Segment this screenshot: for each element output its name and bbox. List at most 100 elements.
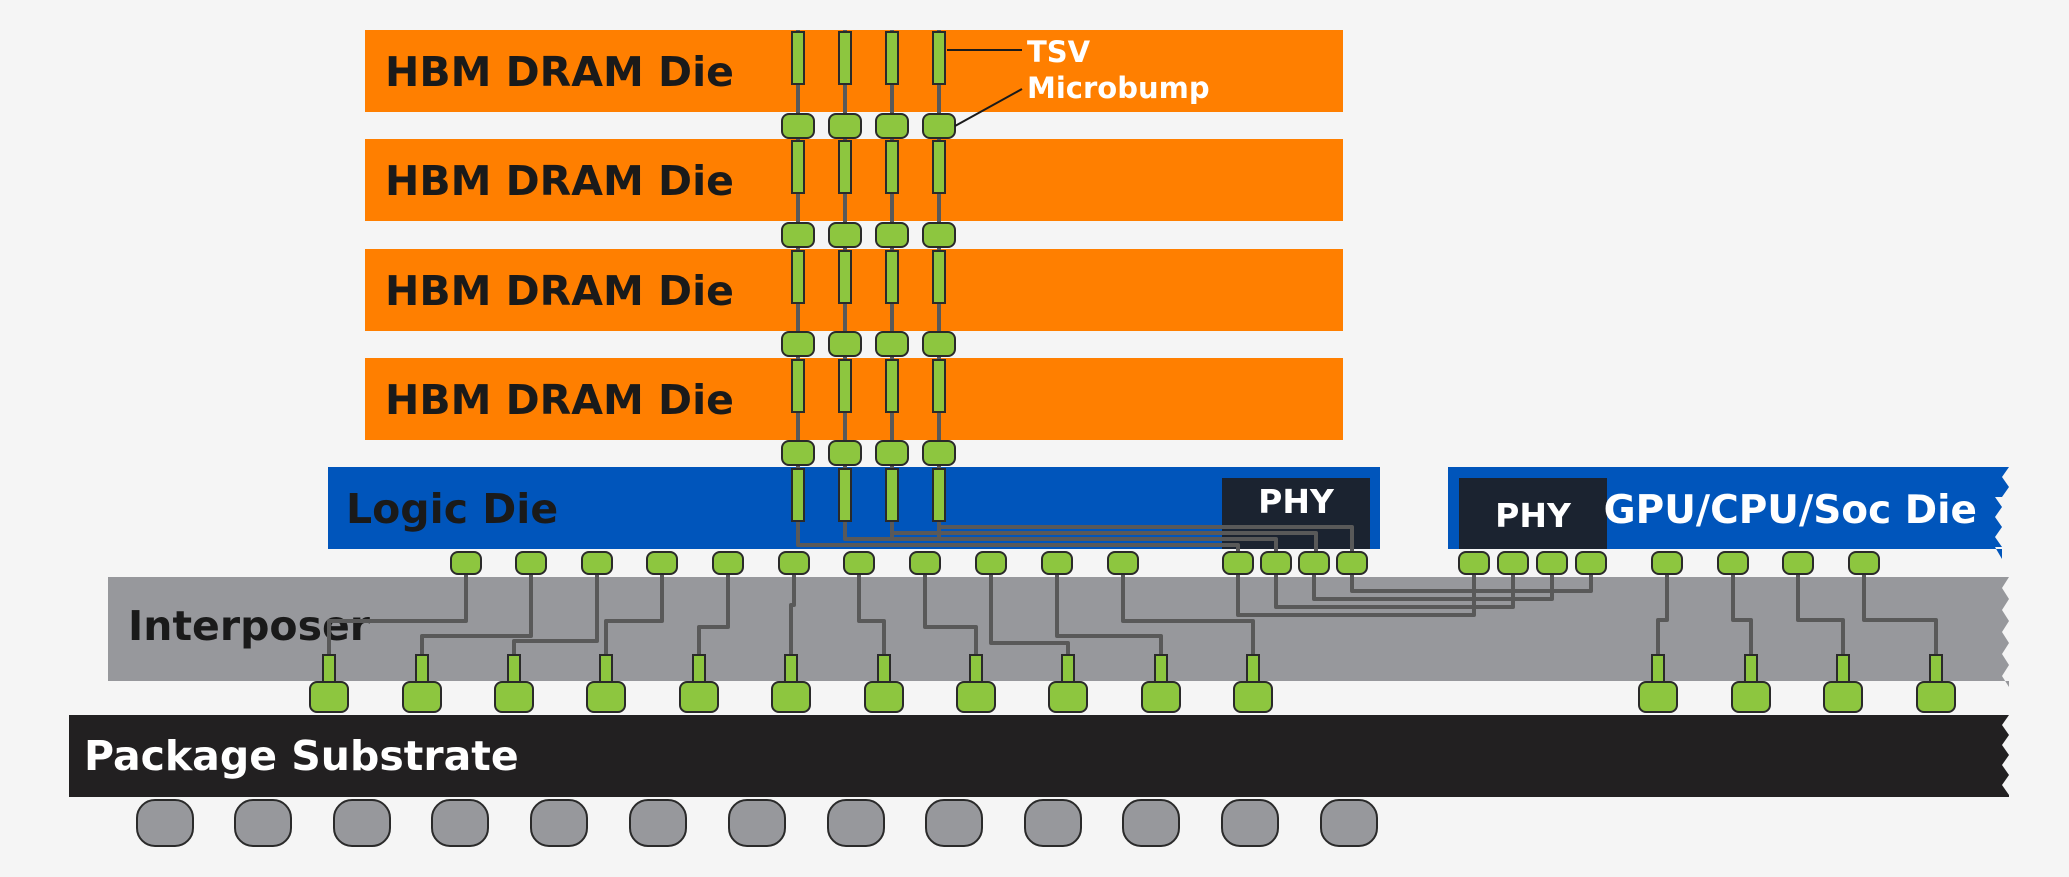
tsv-icon — [1154, 654, 1168, 683]
microbump-icon — [1782, 551, 1814, 575]
tsv-icon — [885, 140, 899, 194]
routing-wire — [1656, 563, 1669, 668]
microbump-icon — [781, 331, 815, 357]
microbump-icon — [922, 331, 956, 357]
microbump-icon — [712, 551, 744, 575]
tsv-icon — [784, 654, 798, 683]
tsv-icon — [838, 140, 852, 194]
routing-wire — [857, 563, 886, 668]
routing-wire — [1350, 563, 1593, 593]
microbump-icon — [1141, 681, 1181, 713]
dram-die-label: HBM DRAM Die — [385, 267, 734, 315]
microbump-icon — [909, 551, 941, 575]
logic-die: Logic Die PHY — [328, 467, 1380, 549]
microbump-icon — [875, 113, 909, 139]
microbump-icon — [864, 681, 904, 713]
solder-ball-icon — [1024, 799, 1082, 847]
routing-wire — [1121, 563, 1255, 668]
tsv-icon — [1651, 654, 1665, 683]
microbump-icon — [1717, 551, 1749, 575]
microbump-icon — [1336, 551, 1368, 575]
microbump-icon — [1575, 551, 1607, 575]
dram-die-1: HBM DRAM Die — [365, 30, 1343, 112]
microbump-icon — [402, 681, 442, 713]
tsv-icon — [1929, 654, 1943, 683]
dram-stack: HBM DRAM Die HBM DRAM Die HBM DRAM Die H… — [365, 30, 1343, 440]
microbump-icon — [586, 681, 626, 713]
tsv-icon — [838, 468, 852, 522]
tsv-icon — [507, 654, 521, 683]
tsv-icon — [1246, 654, 1260, 683]
microbump-icon — [975, 551, 1007, 575]
microbump-icon — [781, 113, 815, 139]
routing-wire — [789, 563, 796, 668]
substrate-label: Package Substrate — [84, 732, 519, 780]
microbump-icon — [679, 681, 719, 713]
microbumps — [309, 113, 1956, 713]
routing-wire — [1796, 563, 1845, 668]
microbump-icon — [781, 440, 815, 466]
solder-ball-icon — [234, 799, 292, 847]
tsv-icon — [885, 31, 899, 85]
microbump-leader-line — [954, 88, 1023, 127]
tsv-icon — [1061, 654, 1075, 683]
microbump-icon — [771, 681, 811, 713]
tsv-icon — [1744, 654, 1758, 683]
microbump-icon — [922, 113, 956, 139]
microbump-icon — [1041, 551, 1073, 575]
tsv-icon — [791, 250, 805, 304]
logic-die-label: Logic Die — [346, 485, 558, 533]
microbump-icon — [843, 551, 875, 575]
tsv-icon — [1836, 654, 1850, 683]
microbump-icon — [515, 551, 547, 575]
tsv-icon — [932, 468, 946, 522]
solder-ball-icon — [333, 799, 391, 847]
dram-die-3: HBM DRAM Die — [365, 249, 1343, 331]
package-substrate: Package Substrate — [69, 715, 2009, 797]
solder-ball-icon — [530, 799, 588, 847]
interposer-label: Interposer — [128, 602, 371, 650]
dram-die-label: HBM DRAM Die — [385, 376, 734, 424]
microbump-icon — [646, 551, 678, 575]
microbump-icon — [875, 222, 909, 248]
microbump-icon — [875, 331, 909, 357]
tsv-icon — [415, 654, 429, 683]
tsv-icon — [885, 250, 899, 304]
tsv-icon — [969, 654, 983, 683]
microbump-icon — [1916, 681, 1956, 713]
solder-ball-icon — [629, 799, 687, 847]
tsv-icon — [932, 31, 946, 85]
routing-wire — [697, 563, 730, 668]
solder-ball-icon — [728, 799, 786, 847]
tsv-icon — [791, 140, 805, 194]
microbump-callout: Microbump — [1027, 71, 1210, 105]
routing-wire — [1312, 563, 1554, 601]
logic-phy-block: PHY — [1222, 478, 1370, 549]
microbump-icon — [1731, 681, 1771, 713]
dram-die-2: HBM DRAM Die — [365, 139, 1343, 221]
microbump-icon — [875, 440, 909, 466]
tsv-icon — [838, 250, 852, 304]
solder-ball-icon — [1221, 799, 1279, 847]
solder-balls — [136, 799, 1378, 847]
microbump-icon — [828, 222, 862, 248]
microbump-icon — [1638, 681, 1678, 713]
microbump-icon — [778, 551, 810, 575]
tsv-icon — [838, 31, 852, 85]
tsv-icon — [885, 468, 899, 522]
microbump-icon — [1536, 551, 1568, 575]
microbump-icon — [309, 681, 349, 713]
dram-die-4: HBM DRAM Die — [365, 358, 1343, 440]
microbump-icon — [1222, 551, 1254, 575]
routing-wire — [420, 563, 533, 668]
solder-ball-icon — [136, 799, 194, 847]
microbump-icon — [828, 113, 862, 139]
tsv-icon — [692, 654, 706, 683]
solder-ball-icon — [925, 799, 983, 847]
microbump-icon — [781, 222, 815, 248]
soc-die: PHY GPU/CPU/Soc Die — [1448, 467, 2009, 559]
dram-die-label: HBM DRAM Die — [385, 157, 734, 205]
microbump-icon — [1458, 551, 1490, 575]
phy-label: PHY — [1495, 496, 1572, 535]
